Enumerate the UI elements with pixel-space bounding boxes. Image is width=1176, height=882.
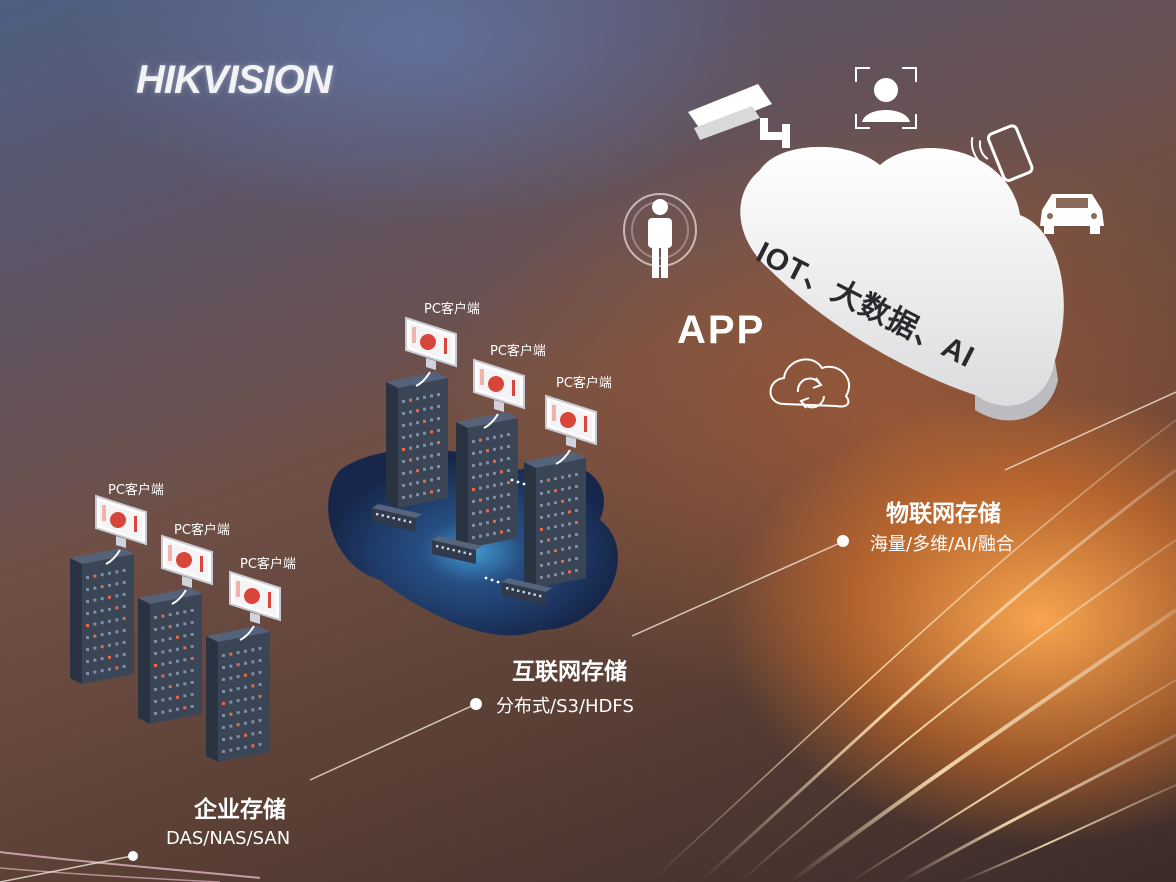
enterprise-server-2 [138, 588, 202, 724]
cloud-sync-icon [769, 358, 850, 409]
pc-client-label: PC客户端 [556, 376, 612, 391]
person-target-icon [623, 193, 697, 278]
iot-storage-subtitle: 海量/多维/AI/融合 [870, 534, 1014, 555]
internet-storage-title: 互联网存储 [512, 659, 627, 685]
link-dot [516, 480, 520, 484]
car-icon [1040, 194, 1104, 234]
light-streaks [0, 419, 1176, 882]
enterprise-storage-subtitle: DAS/NAS/SAN [166, 828, 291, 849]
enterprise-server-1 [70, 548, 134, 684]
face-recognition-icon [855, 67, 917, 129]
enterprise-server-3 [206, 626, 270, 762]
smartphone-icon [970, 124, 1034, 182]
link-dot [490, 578, 494, 582]
connector-lines [0, 391, 1176, 882]
internet-server-1 [386, 372, 448, 508]
pc-client-label: PC客户端 [240, 557, 296, 572]
pc-client-monitor [545, 394, 597, 465]
pc-client-label: PC客户端 [424, 302, 480, 317]
enterprise-storage-title: 企业存储 [194, 797, 286, 823]
link-dot [510, 478, 514, 482]
pc-client-label: PC客户端 [108, 483, 164, 498]
pc-client-monitor [161, 534, 213, 605]
rack-unit [502, 578, 552, 606]
link-dot [522, 482, 526, 486]
pc-client-label: PC客户端 [490, 344, 546, 359]
rack-unit [372, 504, 422, 532]
cctv-camera-icon [688, 84, 790, 148]
hikvision-logo: HIKVISION [136, 58, 332, 102]
internet-storage-subtitle: 分布式/S3/HDFS [496, 696, 634, 717]
cloud-shape [740, 146, 1064, 421]
link-dot [496, 580, 500, 584]
link-dot [484, 576, 488, 580]
internet-server-2 [456, 412, 518, 548]
internet-server-3 [524, 452, 586, 588]
connector-dots [128, 535, 849, 861]
rack-unit [432, 536, 482, 564]
pc-client-label: PC客户端 [174, 523, 230, 538]
pc-client-monitor [95, 494, 147, 565]
iot-storage-title: 物联网存储 [886, 501, 1001, 527]
pc-client-monitor [473, 358, 525, 429]
pc-client-monitor [229, 570, 281, 641]
pc-client-monitor [405, 316, 457, 387]
app-label: APP [677, 308, 766, 352]
